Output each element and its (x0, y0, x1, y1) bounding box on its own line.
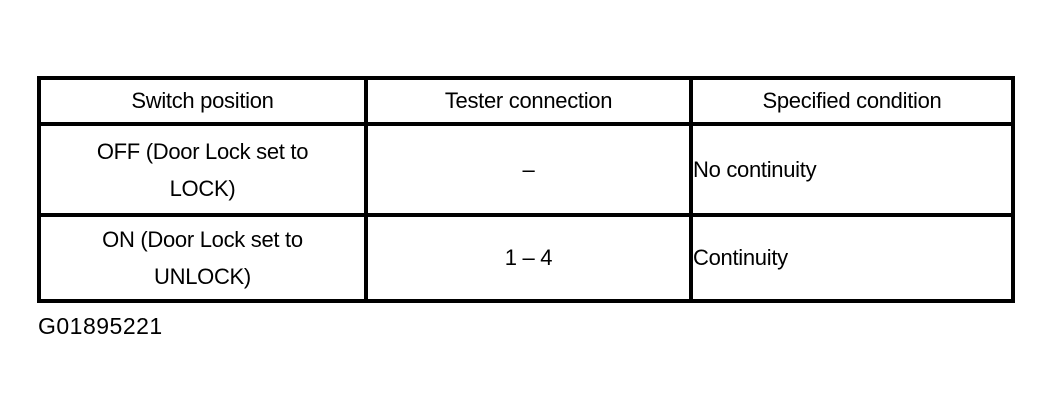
cell-tester-connection-off: – (364, 122, 693, 217)
switch-position-line: LOCK) (169, 175, 236, 201)
cell-specified-condition-on: Continuity (689, 213, 1015, 303)
switch-position-line: UNLOCK) (154, 264, 251, 289)
cell-specified-condition-off: No continuity (689, 122, 1015, 217)
table-row-on: ON (Door Lock set to UNLOCK) 1 – 4 Conti… (37, 213, 1015, 303)
header-tester-connection: Tester connection (364, 76, 693, 126)
switch-position-line: OFF (Door Lock set to (96, 138, 309, 164)
header-switch-position: Switch position (37, 76, 368, 126)
switch-continuity-table: Switch position Tester connection Specif… (37, 76, 1015, 303)
cell-switch-position-on: ON (Door Lock set to UNLOCK) (37, 213, 368, 303)
table-row-off: OFF (Door Lock set to LOCK) – No continu… (37, 122, 1015, 217)
cell-tester-connection-on: 1 – 4 (364, 213, 693, 303)
figure-id: G01895221 (38, 313, 163, 339)
table-header-row: Switch position Tester connection Specif… (37, 76, 1015, 126)
cell-switch-position-off: OFF (Door Lock set to LOCK) (37, 122, 368, 217)
header-specified-condition: Specified condition (689, 76, 1015, 126)
switch-position-line: ON (Door Lock set to (102, 227, 303, 252)
